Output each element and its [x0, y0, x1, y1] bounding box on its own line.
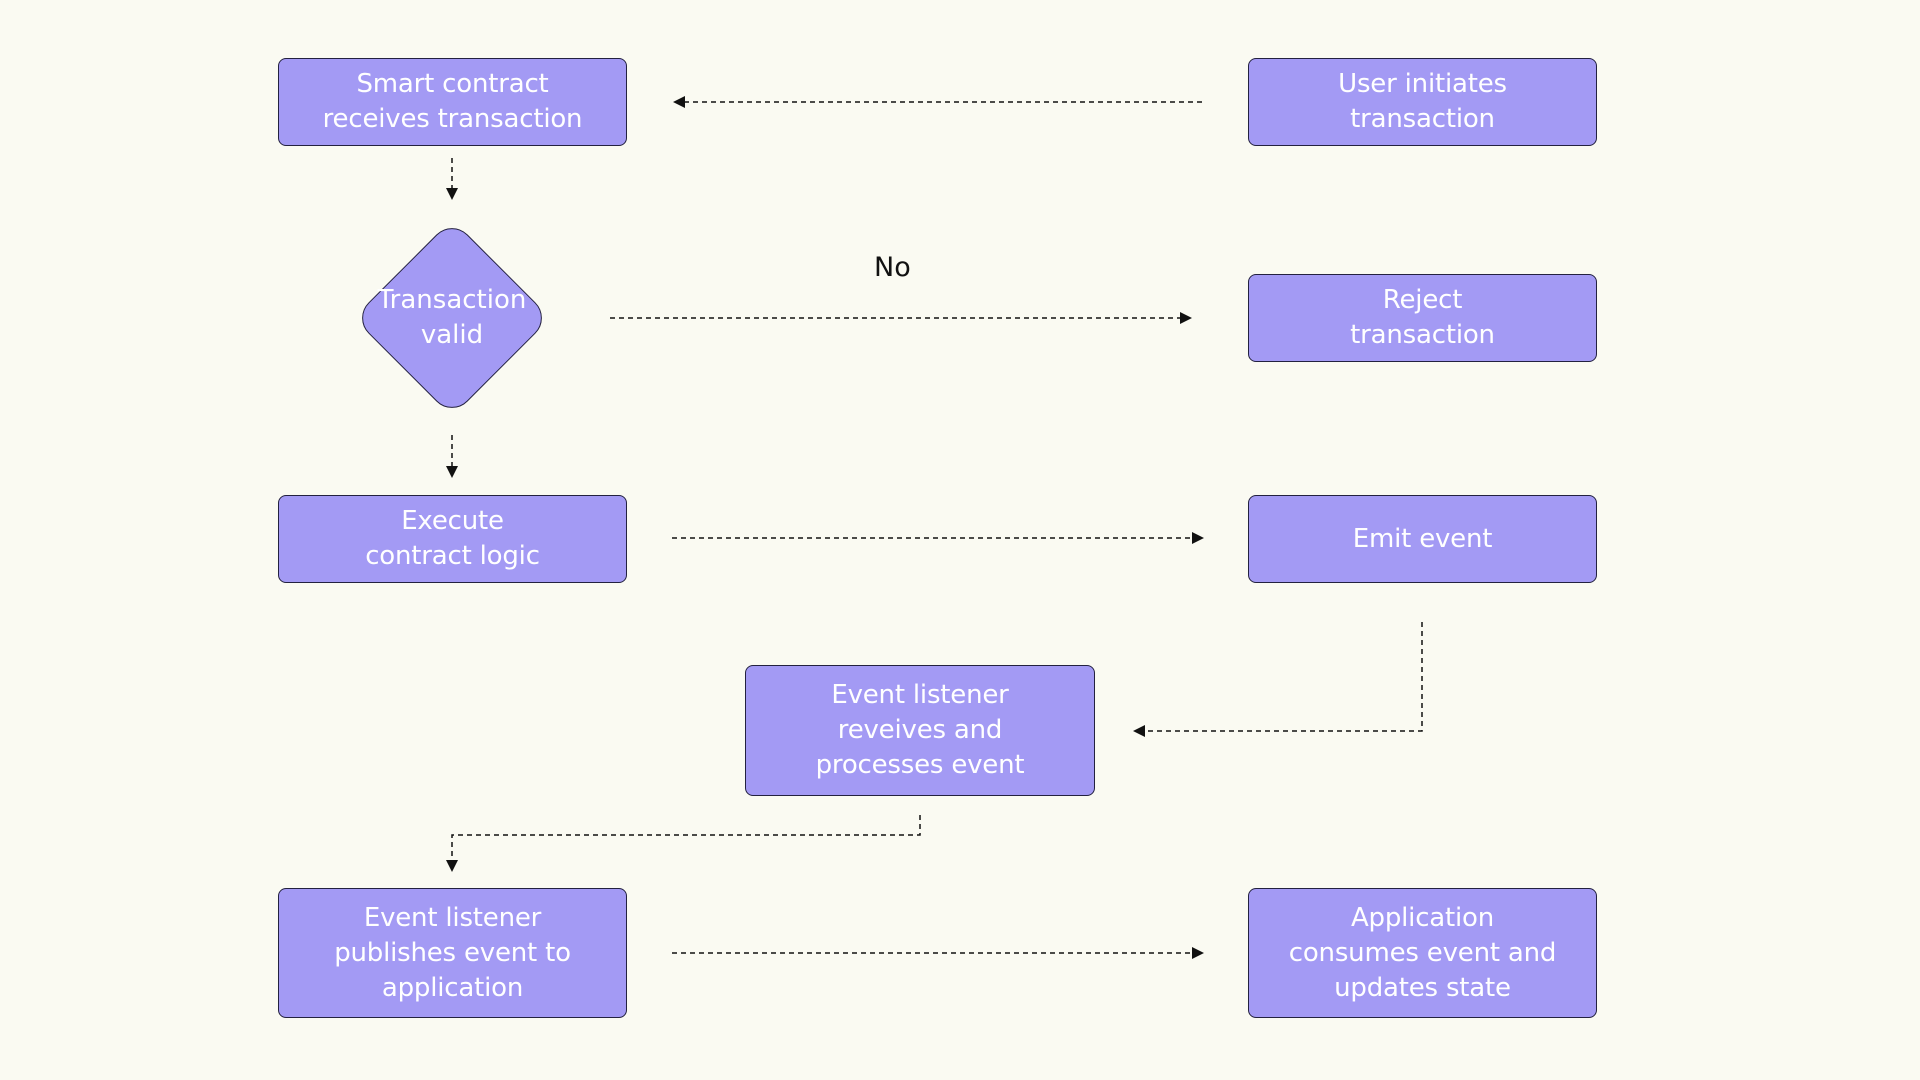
node-user-initiates: User initiates transaction	[1248, 58, 1597, 146]
node-event-listener-receives: Event listener reveives and processes ev…	[745, 665, 1095, 796]
edge-emit-to-listener	[1133, 622, 1423, 737]
edge-label-no: No	[874, 252, 911, 283]
node-application-consumes: Application consumes event and updates s…	[1248, 888, 1597, 1018]
decision-label: Transaction valid	[377, 285, 527, 350]
node-emit-event: Emit event	[1248, 495, 1597, 583]
node-transaction-valid: Transaction valid	[352, 218, 552, 418]
edge-listener-to-publisher	[446, 815, 921, 872]
node-smart-contract-receives: Smart contract receives transaction	[278, 58, 627, 146]
node-reject-transaction: Reject transaction	[1248, 274, 1597, 362]
node-event-listener-publishes: Event listener publishes event to applic…	[278, 888, 627, 1018]
node-execute-contract-logic: Execute contract logic	[278, 495, 627, 583]
